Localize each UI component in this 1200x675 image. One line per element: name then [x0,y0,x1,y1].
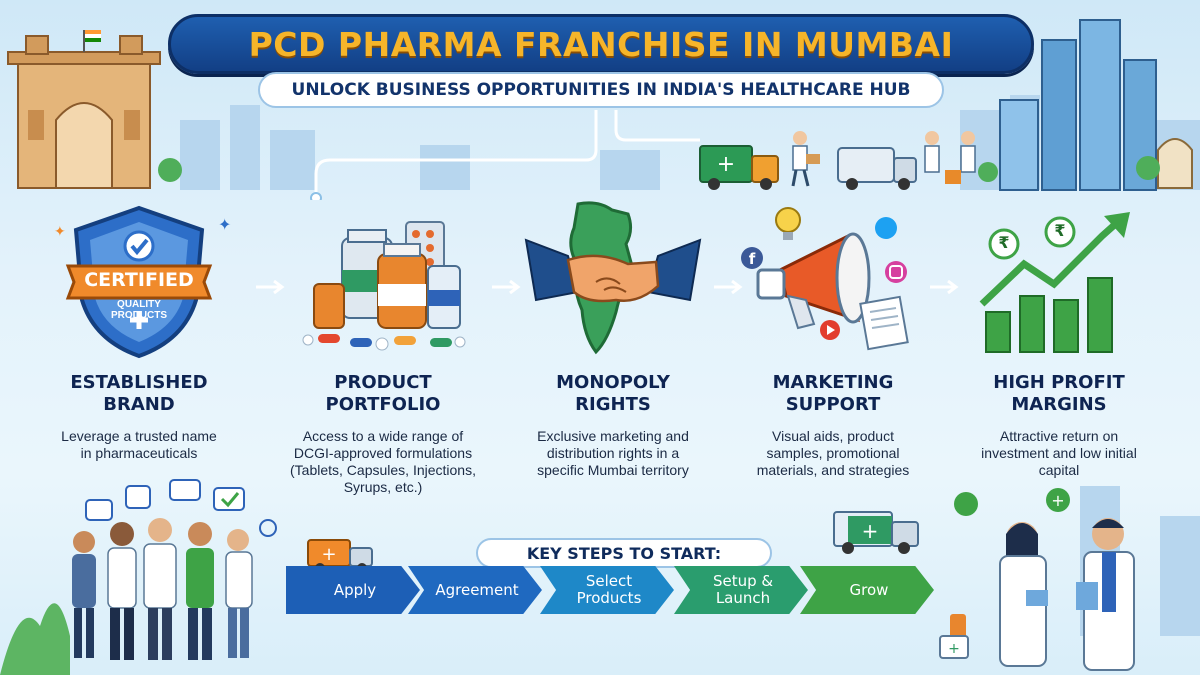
business-team-illustration [0,479,277,675]
step-label-line2: Launch [715,589,771,607]
mumbai-skyline-illustration: + [7,19,1200,200]
benefit-title: HIGH PROFIT MARGINS [954,372,1164,416]
benefit-title-line1: HIGH PROFIT [993,372,1125,393]
benefit-title: MONOPOLY RIGHTS [508,372,718,416]
arrow-right-icon [492,280,521,294]
step-label-line1: Apply [333,580,377,599]
benefit-title-line2: BRAND [103,394,175,415]
delivery-truck-icon: + [833,511,919,554]
svg-text:+: + [321,544,336,565]
chat-bubble-icons [85,479,245,521]
benefit-title-line1: MONOPOLY [556,372,670,393]
svg-text:✦: ✦ [218,215,231,234]
benefit-title-line1: MARKETING [772,372,894,393]
page-title: PCD PHARMA FRANCHISE IN MUMBAI [248,24,954,64]
svg-text:+: + [717,152,735,177]
courier-person-icon [791,131,820,187]
title-banner: PCD PHARMA FRANCHISE IN MUMBAI [168,14,1034,74]
svg-text:f: f [749,250,756,268]
delivery-van-icon [837,147,917,190]
step-setup-launch: Setup &Launch [674,566,808,614]
medicine-bottles-icon [302,221,466,351]
benefit-description: Attractive return on investment and low … [981,428,1137,478]
male-doctor-figure [1076,518,1135,671]
step-label-line2: Products [576,589,642,607]
delivery-truck-icon: + [699,145,779,190]
doctors-illustration: + + [939,486,1200,671]
gateway-of-india-icon [7,30,161,189]
svg-text:✦: ✦ [54,224,66,240]
benefit-description: Access to a wide range of DCGI-approved … [290,428,476,495]
step-label-line1: Grow [849,580,889,599]
growth-chart-icon [979,212,1130,353]
skyscrapers-icon [999,19,1193,191]
step-label-line1: Setup & [712,572,774,590]
benefit-title-line2: MARGINS [1011,394,1107,415]
benefit-description: Exclusive marketing and distribution rig… [537,428,689,478]
subtitle-banner: UNLOCK BUSINESS OPPORTUNITIES IN INDIA'S… [258,72,944,108]
benefit-title-line1: PRODUCT [334,372,432,393]
benefit-description: Visual aids, product samples, promotiona… [756,428,910,478]
svg-text:+: + [862,519,879,543]
megaphone-icon: f [741,207,909,351]
rupee-symbol-coin-2: ₹ [1054,223,1066,240]
arrow-right-icon [714,280,743,294]
svg-text:+: + [1051,491,1064,510]
step-grow: Grow [800,566,934,614]
handshake-map-icon [524,201,702,355]
benefit-title: PRODUCT PORTFOLIO [278,372,488,416]
svg-text:+: + [948,641,960,657]
certified-badge-label: CERTIFIED [84,269,194,291]
small-truck-icon: + [307,539,373,573]
step-label-line1: Select [585,572,633,590]
step-apply: Apply [286,566,420,614]
key-steps-label-text: KEY STEPS TO START: [526,543,722,563]
page-subtitle: UNLOCK BUSINESS OPPORTUNITIES IN INDIA'S… [291,80,911,100]
benefit-title-line2: PORTFOLIO [325,394,441,415]
female-doctor-figure [999,522,1048,667]
doctors-meeting-icon [924,131,976,184]
arrow-right-icon [256,280,285,294]
key-steps-label: KEY STEPS TO START: [476,538,772,568]
benefit-title: ESTABLISHED BRAND [34,372,244,416]
arrow-right-icon [930,280,959,294]
certified-badge-sub2: PRODUCTS [110,310,168,321]
certified-shield-icon: ✦ ✦ [54,205,231,359]
benefit-description: Leverage a trusted name in pharmaceutica… [61,428,217,461]
person-figures [72,518,253,660]
benefit-title-line2: SUPPORT [785,394,881,415]
step-label-line1: Agreement [435,580,519,599]
benefit-title: MARKETING SUPPORT [728,372,938,416]
rupee-symbol-coin-1: ₹ [998,235,1010,252]
step-agreement: Agreement [408,566,542,614]
benefit-title-line2: RIGHTS [575,394,651,415]
benefit-title-line1: ESTABLISHED [70,372,208,393]
certified-badge-sub1: QUALITY [117,299,161,310]
